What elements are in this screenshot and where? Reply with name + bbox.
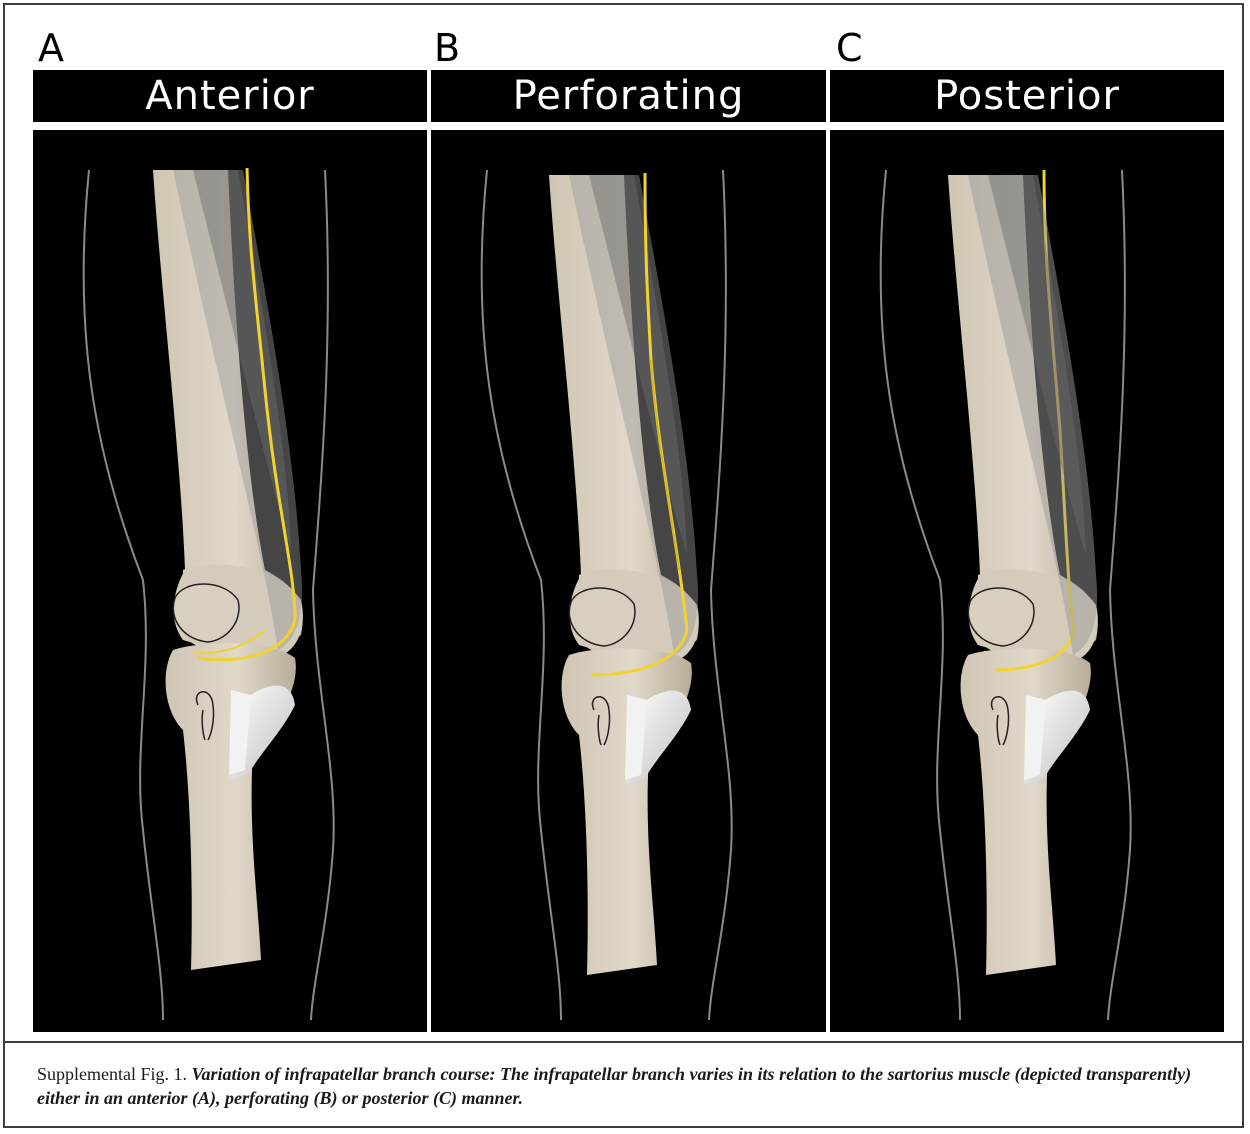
knee-illustration-perforating (431, 130, 826, 1032)
panel-header-perforating: Perforating (431, 70, 826, 122)
panel-letter-b: B (434, 26, 460, 70)
illustration-panel-posterior (830, 130, 1224, 1032)
knee-illustration-posterior (830, 130, 1224, 1032)
illustration-panel-perforating (431, 130, 826, 1032)
panel-letter-a: A (38, 26, 64, 70)
panel-header-anterior: Anterior (33, 70, 427, 122)
panel-header-posterior: Posterior (830, 70, 1224, 122)
illustration-panel-anterior (33, 130, 427, 1032)
panel-letter-c: C (836, 26, 863, 70)
knee-illustration-anterior (33, 130, 427, 1032)
figure-caption: Supplemental Fig. 1. Variation of infrap… (37, 1062, 1217, 1110)
caption-text: Variation of infrapatellar branch course… (37, 1064, 1191, 1108)
caption-divider (3, 1041, 1244, 1043)
caption-label: Supplemental Fig. 1. (37, 1064, 187, 1084)
